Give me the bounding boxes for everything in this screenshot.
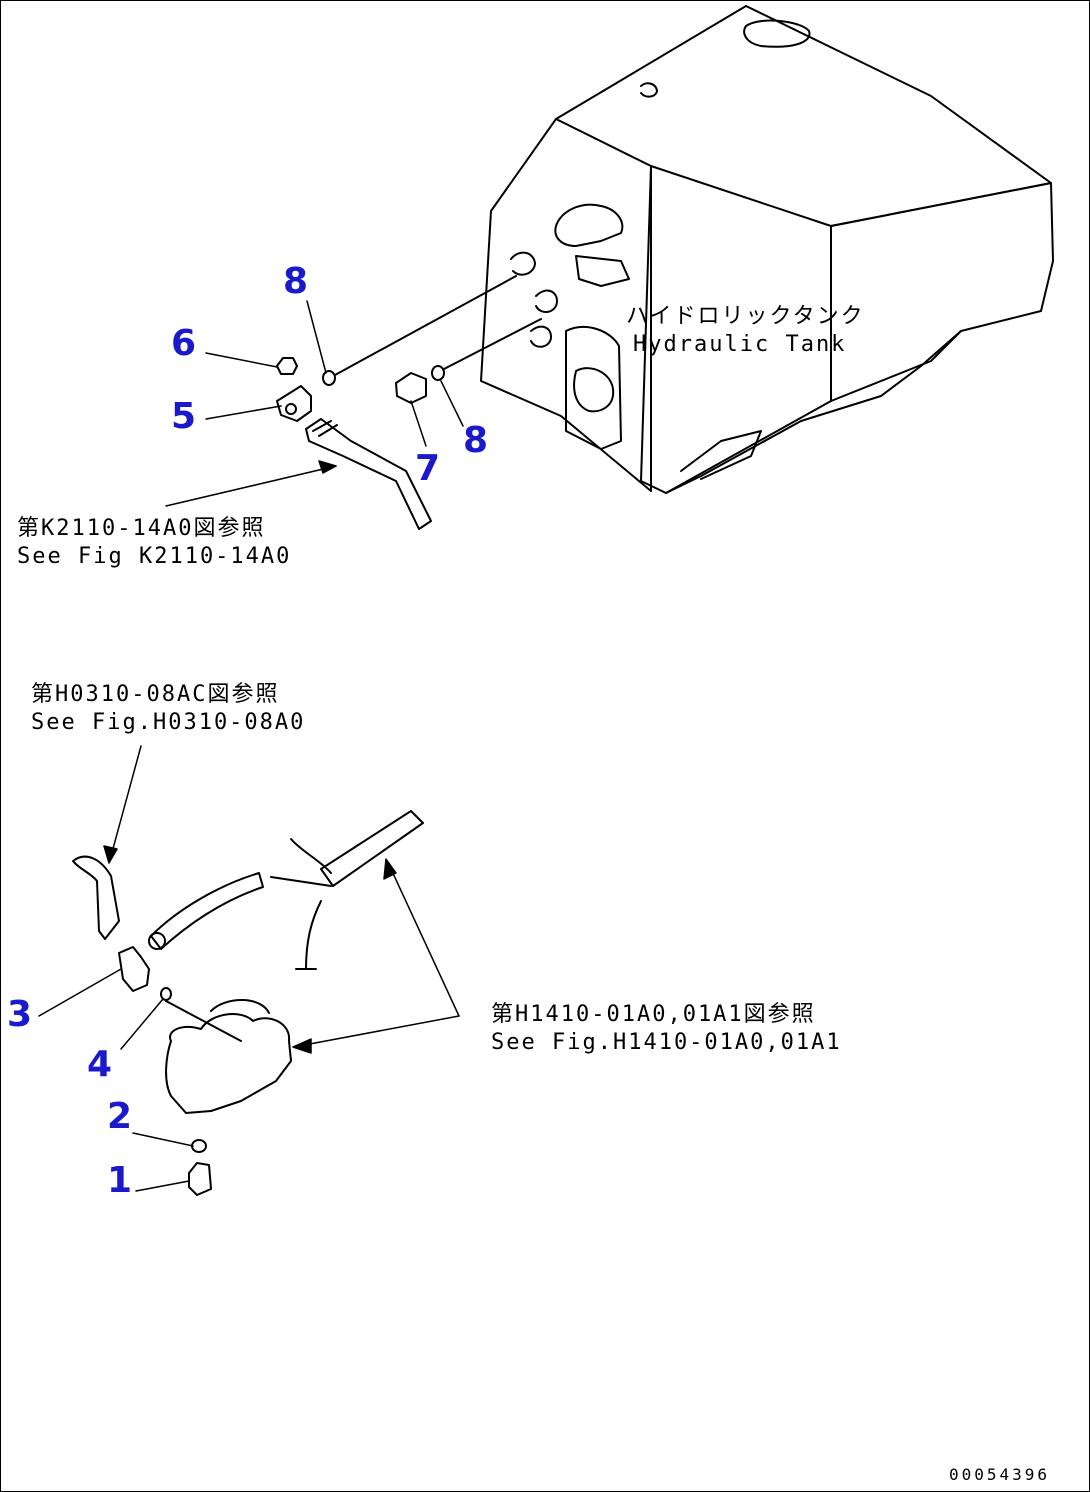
ref-h0310-jp: 第H0310-08AC図参照 [31,682,280,707]
leader-lines [38,300,464,1192]
reference-arrows [103,460,460,1054]
upper-fittings [276,275,542,530]
ref-h1410-en: See Fig.H1410-01A0,01A1 [491,1030,842,1055]
hydraulic-tank [480,5,1054,494]
lower-fittings [72,810,424,1196]
ref-h1410-jp: 第H1410-01A0,01A1図参照 [491,1002,816,1027]
ref-k2110-jp: 第K2110-14A0図参照 [17,516,266,541]
callout-1: 1 [107,1160,133,1201]
callout-8-lower: 8 [463,420,489,461]
callout-6: 6 [171,323,197,364]
tank-label-jp: ハイドロリックタンク [626,304,865,329]
callout-2: 2 [107,1096,133,1137]
ref-k2110-en: See Fig K2110-14A0 [17,544,292,569]
ref-h0310-en: See Fig.H0310-08A0 [31,710,306,735]
tank-label-en: Hydraulic Tank [633,332,847,357]
callout-3: 3 [7,994,33,1035]
callout-8-upper: 8 [283,261,309,302]
callout-5: 5 [171,396,197,437]
callout-4: 4 [87,1044,113,1085]
callout-7: 7 [415,448,441,489]
drawing-code: 00054396 [949,1465,1051,1484]
